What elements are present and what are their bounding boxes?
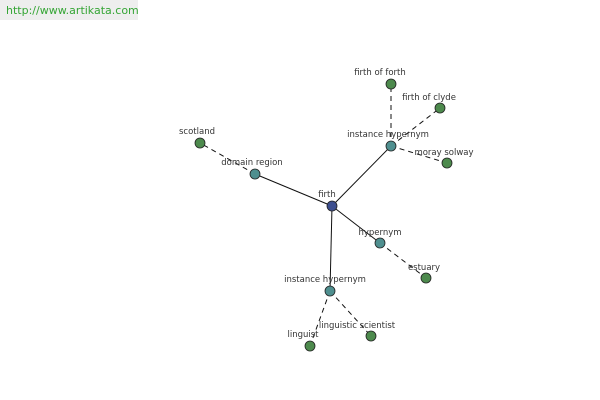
edge-domain-region-to-scotland	[199, 142, 256, 175]
edge-instance-hypernym-bottom-to-linguistic-scientist	[329, 290, 372, 337]
edge-firth-to-instance-hypernym-bottom	[329, 205, 333, 292]
node-moray-solway[interactable]	[441, 157, 453, 169]
watermark-url: http://www.artikata.com	[6, 4, 139, 17]
edge-firth-to-hypernym	[331, 205, 381, 244]
node-hypernym[interactable]	[374, 237, 386, 249]
node-domain-region[interactable]	[249, 168, 261, 180]
edge-hypernym-to-estuary	[379, 242, 427, 279]
node-label-domain-region: domain region	[221, 158, 282, 168]
edge-instance-hypernym-top-to-firth-of-clyde	[390, 107, 441, 147]
node-label-moray-solway: moray solway	[414, 148, 473, 158]
node-label-hypernym: hypernym	[358, 228, 401, 238]
node-label-scotland: scotland	[179, 127, 215, 137]
edge-firth-to-domain-region	[254, 173, 333, 207]
node-label-instance-hypernym-bottom: instance hypernym	[284, 275, 366, 285]
node-instance-hypernym-top[interactable]	[385, 140, 397, 152]
edge-firth-to-instance-hypernym-top	[331, 145, 392, 207]
node-firth-of-forth[interactable]	[385, 78, 397, 90]
node-firth-of-clyde[interactable]	[434, 102, 446, 114]
node-linguist[interactable]	[304, 340, 316, 352]
node-label-linguist: linguist	[287, 330, 319, 340]
node-label-estuary: estuary	[408, 263, 440, 273]
node-label-linguistic-scientist: linguistic scientist	[319, 321, 396, 331]
node-linguistic-scientist[interactable]	[365, 330, 377, 342]
node-label-firth-of-clyde: firth of clyde	[402, 93, 456, 103]
nodes-layer	[194, 78, 453, 352]
watermark-banner: http://www.artikata.com	[0, 0, 139, 20]
edge-instance-hypernym-top-to-moray-solway	[390, 145, 448, 164]
node-estuary[interactable]	[420, 272, 432, 284]
edge-instance-hypernym-bottom-to-linguist	[309, 290, 331, 347]
labels-layer: firth domain region instance hypernym hyper…	[179, 68, 474, 340]
edges-layer	[199, 84, 448, 347]
node-label-firth: firth	[318, 190, 336, 200]
node-scotland[interactable]	[194, 137, 206, 149]
node-label-firth-of-forth: firth of forth	[354, 68, 406, 78]
node-firth[interactable]	[326, 200, 338, 212]
node-instance-hypernym-bottom[interactable]	[324, 285, 336, 297]
node-label-instance-hypernym-top: instance hypernym	[347, 130, 429, 140]
